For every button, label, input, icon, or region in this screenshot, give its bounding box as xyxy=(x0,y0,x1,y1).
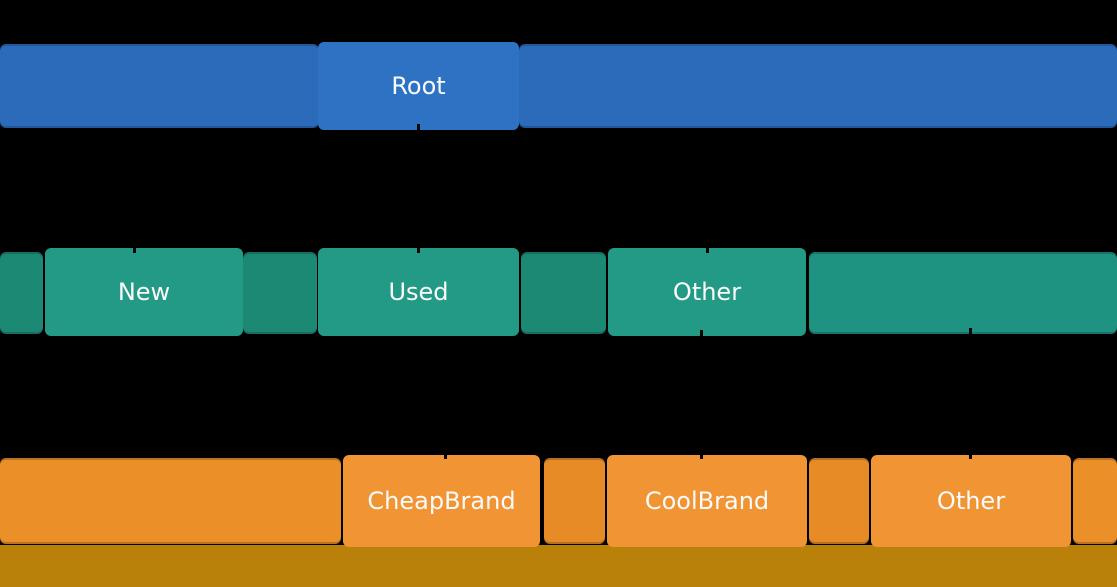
node-new-level-1[interactable]: New xyxy=(45,248,243,336)
node-label: CoolBrand xyxy=(644,487,770,515)
level-1-condition-segment xyxy=(809,252,1117,334)
level-0-root-segment xyxy=(0,44,319,128)
node-label: Used xyxy=(388,278,449,306)
node-other-level-1[interactable]: Other xyxy=(608,248,806,336)
node-used-level-1[interactable]: Used xyxy=(318,248,519,336)
node-cheapbrand-level-2[interactable]: CheapBrand xyxy=(343,455,540,547)
node-label: Other xyxy=(936,487,1006,515)
node-label: CheapBrand xyxy=(367,487,516,515)
level-1-condition-segment xyxy=(243,252,317,334)
node-label: Root xyxy=(391,72,446,100)
level-1-condition-segment xyxy=(521,252,606,334)
connector-notch xyxy=(133,246,136,253)
node-coolbrand-level-2[interactable]: CoolBrand xyxy=(607,455,807,547)
connector-notch xyxy=(700,452,703,459)
node-label: New xyxy=(117,278,171,306)
level-2-brand-segment xyxy=(0,458,341,544)
level-0-root-segment xyxy=(519,44,1117,128)
clipped-next-level-strip xyxy=(0,545,1117,587)
connector-notch xyxy=(417,124,420,131)
node-root-level-0[interactable]: Root xyxy=(318,42,519,130)
node-label: Other xyxy=(672,278,742,306)
level-1-condition-segment xyxy=(0,252,43,334)
connector-notch xyxy=(706,246,709,253)
connector-notch xyxy=(969,452,972,459)
level-2-brand-segment xyxy=(1073,458,1117,544)
level-2-brand-segment xyxy=(544,458,605,544)
node-other-level-2[interactable]: Other xyxy=(871,455,1071,547)
level-2-brand-segment xyxy=(809,458,869,544)
connector-notch xyxy=(417,246,420,253)
connector-notch xyxy=(700,330,703,337)
connector-notch xyxy=(969,328,972,335)
connector-notch xyxy=(444,452,447,459)
